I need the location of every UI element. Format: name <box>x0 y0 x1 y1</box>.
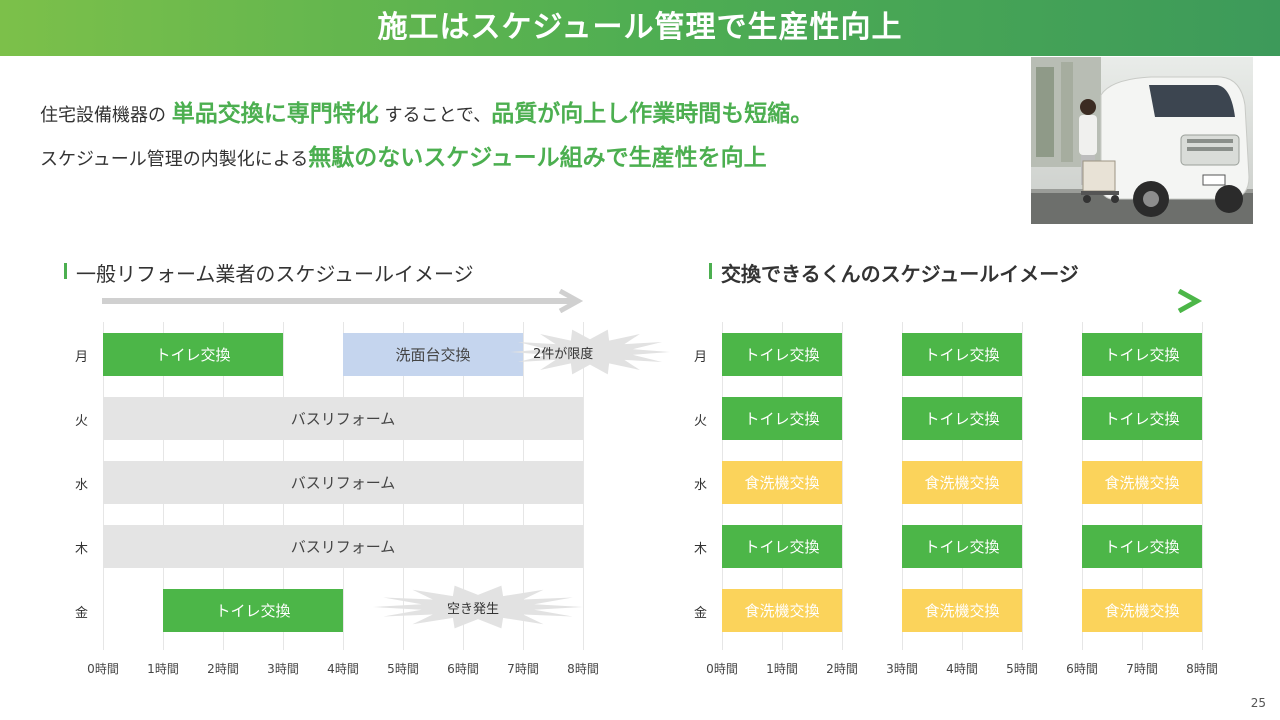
right-task-bar: 食洗機交換 <box>902 589 1022 632</box>
intro-line-1: 住宅設備機器の 単品交換に専門特化 することで、品質が向上し作業時間も短縮。 <box>40 94 813 128</box>
left-day-label: 月 <box>75 350 89 365</box>
right-task-bar: 食洗機交換 <box>1082 589 1202 632</box>
right-task-bar: 食洗機交換 <box>902 461 1022 504</box>
left-hour-label: 7時間 <box>507 662 539 676</box>
limit-burst-icon <box>510 329 670 375</box>
right-task-bar: トイレ交換 <box>1082 333 1202 376</box>
left-hour-label: 4時間 <box>327 662 359 676</box>
left-day-label: 金 <box>75 606 89 621</box>
left-chart-title: 一般リフォーム業者のスケジュールイメージ <box>64 258 474 287</box>
left-day-label: 火 <box>75 414 89 429</box>
left-hour-label: 6時間 <box>447 662 479 676</box>
vacancy-note: 空き発生 <box>447 602 500 617</box>
right-task-bar: トイレ交換 <box>722 525 842 568</box>
left-hour-label: 5時間 <box>387 662 419 676</box>
right-hour-label: 6時間 <box>1066 662 1098 676</box>
limit-note: 2件が限度 <box>533 347 594 362</box>
left-task-bar: トイレ交換 <box>103 333 283 376</box>
page-title: 施工はスケジュール管理で生産性向上 <box>377 10 903 45</box>
page-number: 25 <box>1250 696 1266 710</box>
right-chart-title: 交換できるくんのスケジュールイメージ <box>709 258 1079 287</box>
right-task-bar: 食洗機交換 <box>722 589 842 632</box>
left-task-bar: 洗面台交換 <box>343 333 523 376</box>
right-gridline <box>1022 322 1023 650</box>
right-hour-label: 2時間 <box>826 662 858 676</box>
right-day-label: 木 <box>694 542 708 557</box>
right-task-bar: トイレ交換 <box>722 397 842 440</box>
right-task-bar: トイレ交換 <box>1082 397 1202 440</box>
left-hour-label: 2時間 <box>207 662 239 676</box>
intro-line-2-a: スケジュール管理の内製化による <box>40 149 309 170</box>
right-gridline <box>1202 322 1203 650</box>
right-day-label: 月 <box>694 350 708 365</box>
right-task-bar: 食洗機交換 <box>722 461 842 504</box>
right-day-label: 水 <box>694 478 708 493</box>
right-hour-label: 7時間 <box>1126 662 1158 676</box>
right-hour-label: 5時間 <box>1006 662 1038 676</box>
right-hour-label: 0時間 <box>706 662 738 676</box>
right-task-bar: トイレ交換 <box>902 525 1022 568</box>
intro-line-1-a: 住宅設備機器の <box>40 105 172 126</box>
right-task-bar: トイレ交換 <box>902 397 1022 440</box>
left-gridline <box>583 322 584 650</box>
intro-line-1-highlight-2: 品質が向上し作業時間も短縮。 <box>491 101 814 127</box>
right-task-bar: トイレ交換 <box>1082 525 1202 568</box>
vacancy-burst-icon <box>373 585 583 629</box>
delivery-van-photo <box>1031 57 1253 224</box>
intro-line-2: スケジュール管理の内製化による無駄のないスケジュール組みで生産性を向上 <box>40 138 767 172</box>
left-task-bar: バスリフォーム <box>103 525 583 568</box>
right-task-bar: 食洗機交換 <box>1082 461 1202 504</box>
right-day-label: 火 <box>694 414 708 429</box>
right-hour-label: 3時間 <box>886 662 918 676</box>
left-task-bar: バスリフォーム <box>103 397 583 440</box>
left-hour-label: 3時間 <box>267 662 299 676</box>
right-hour-label: 8時間 <box>1186 662 1218 676</box>
left-day-label: 水 <box>75 478 89 493</box>
left-hour-label: 0時間 <box>87 662 119 676</box>
intro-line-1-highlight-1: 単品交換に専門特化 <box>171 101 379 127</box>
intro-line-2-highlight: 無駄のないスケジュール組みで生産性を向上 <box>308 145 767 171</box>
right-hour-label: 4時間 <box>946 662 978 676</box>
left-hour-label: 1時間 <box>147 662 179 676</box>
gray-arrow-icon <box>102 289 584 313</box>
intro-line-1-c: することで、 <box>378 105 492 126</box>
right-gridline <box>842 322 843 650</box>
right-day-label: 金 <box>694 606 708 621</box>
right-hour-label: 1時間 <box>766 662 798 676</box>
right-task-bar: トイレ交換 <box>902 333 1022 376</box>
left-hour-label: 8時間 <box>567 662 599 676</box>
left-day-label: 木 <box>75 542 89 557</box>
left-task-bar: バスリフォーム <box>103 461 583 504</box>
right-task-bar: トイレ交換 <box>722 333 842 376</box>
title-banner <box>0 0 1280 56</box>
green-arrow-icon <box>721 289 1203 313</box>
left-task-bar: トイレ交換 <box>163 589 343 632</box>
